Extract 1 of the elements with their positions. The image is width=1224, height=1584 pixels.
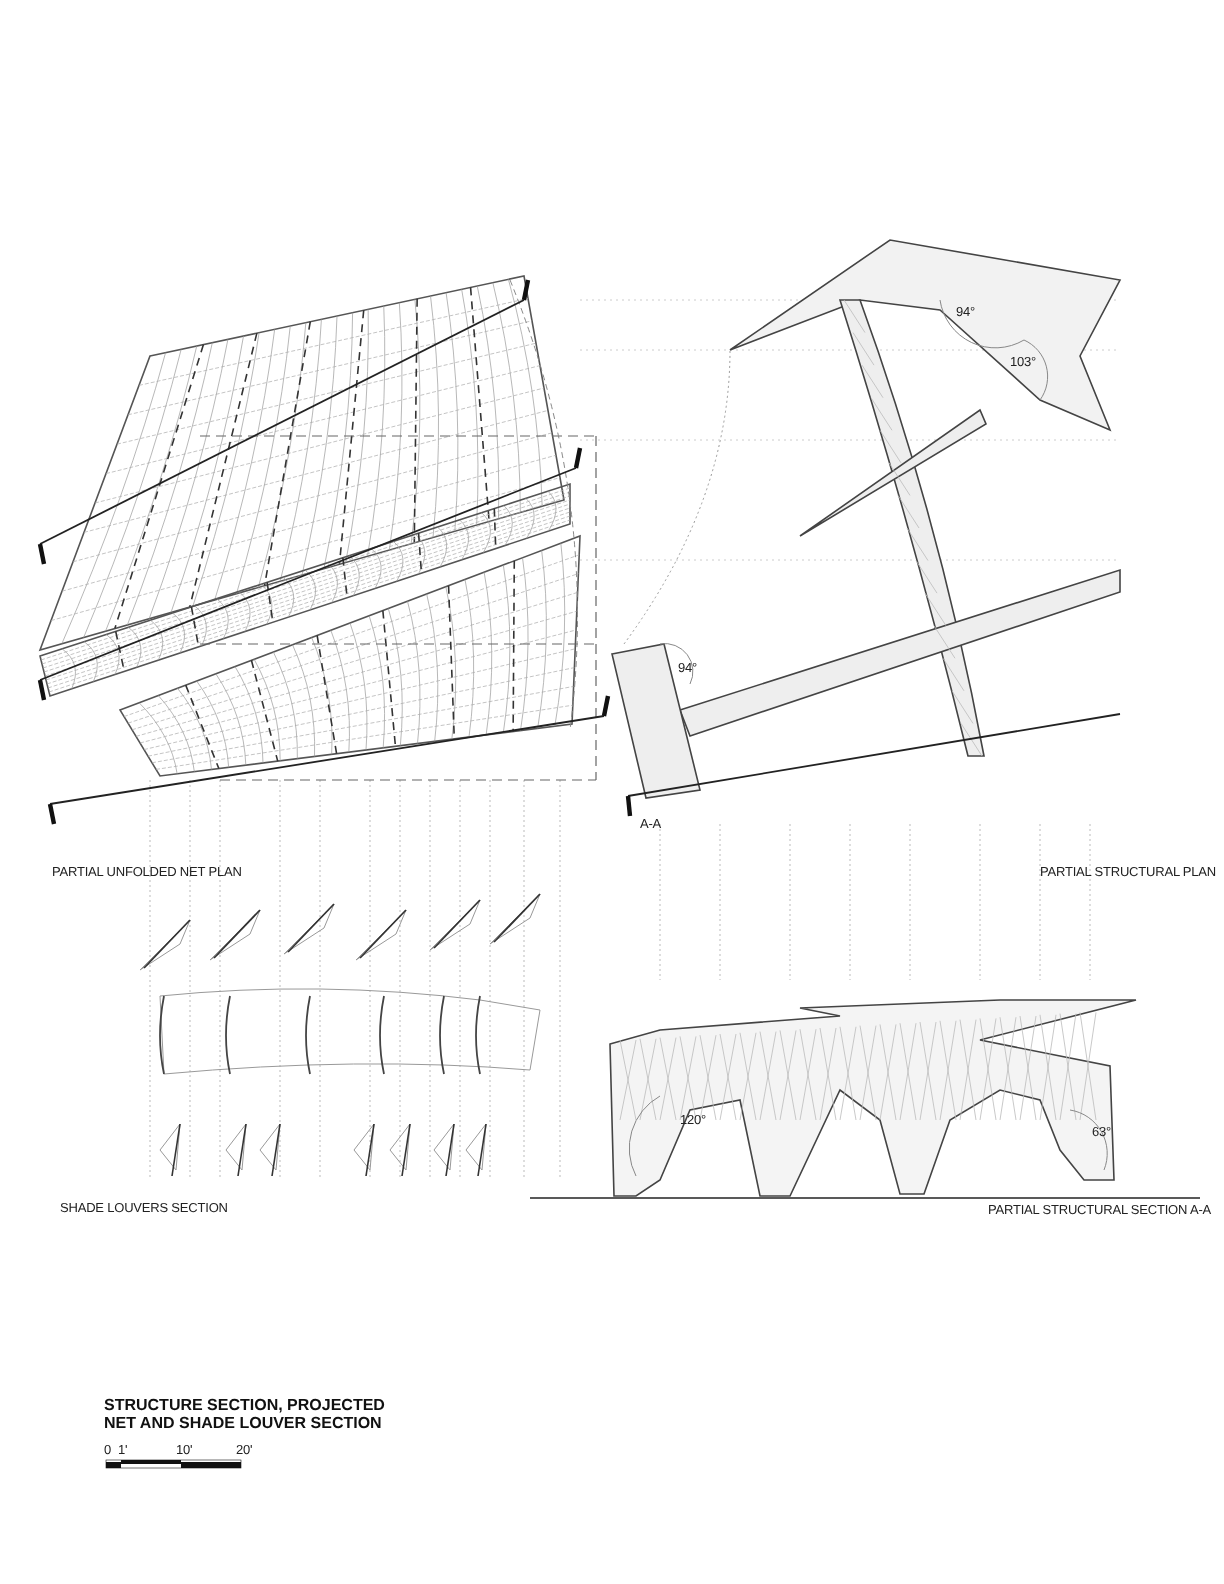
- sheet-title: STRUCTURE SECTION, PROJECTED NET AND SHADE LOUVER SECTION: [104, 1396, 387, 1433]
